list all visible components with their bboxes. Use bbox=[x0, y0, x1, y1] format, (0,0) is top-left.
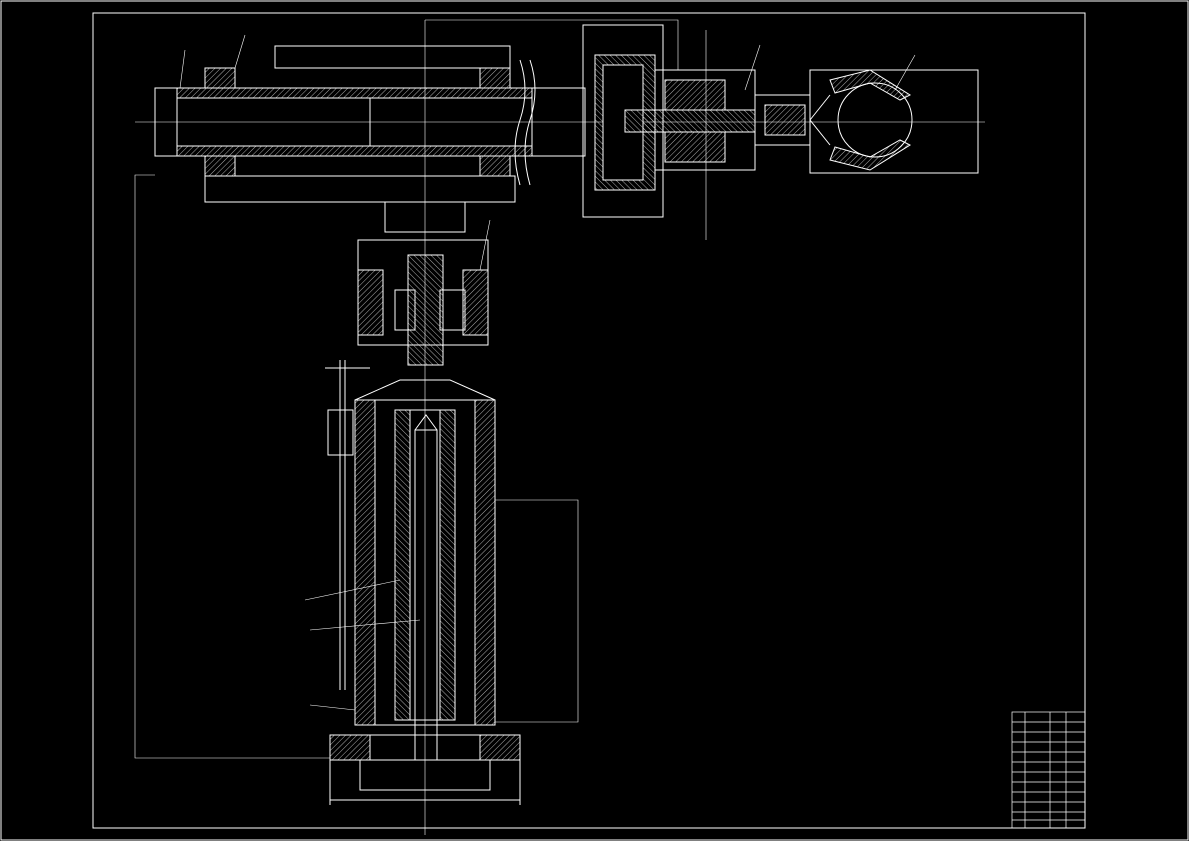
side-rod-assembly bbox=[325, 360, 370, 690]
vertical-column-assembly bbox=[329, 201, 521, 805]
center-lines bbox=[135, 20, 985, 835]
dimension-lines bbox=[134, 19, 679, 759]
title-block bbox=[1011, 711, 1086, 829]
wrist-gripper-assembly bbox=[582, 24, 979, 218]
sheet-inner-border bbox=[92, 12, 1086, 829]
callout-leaders bbox=[179, 34, 916, 711]
horizontal-arm-assembly bbox=[154, 45, 586, 203]
